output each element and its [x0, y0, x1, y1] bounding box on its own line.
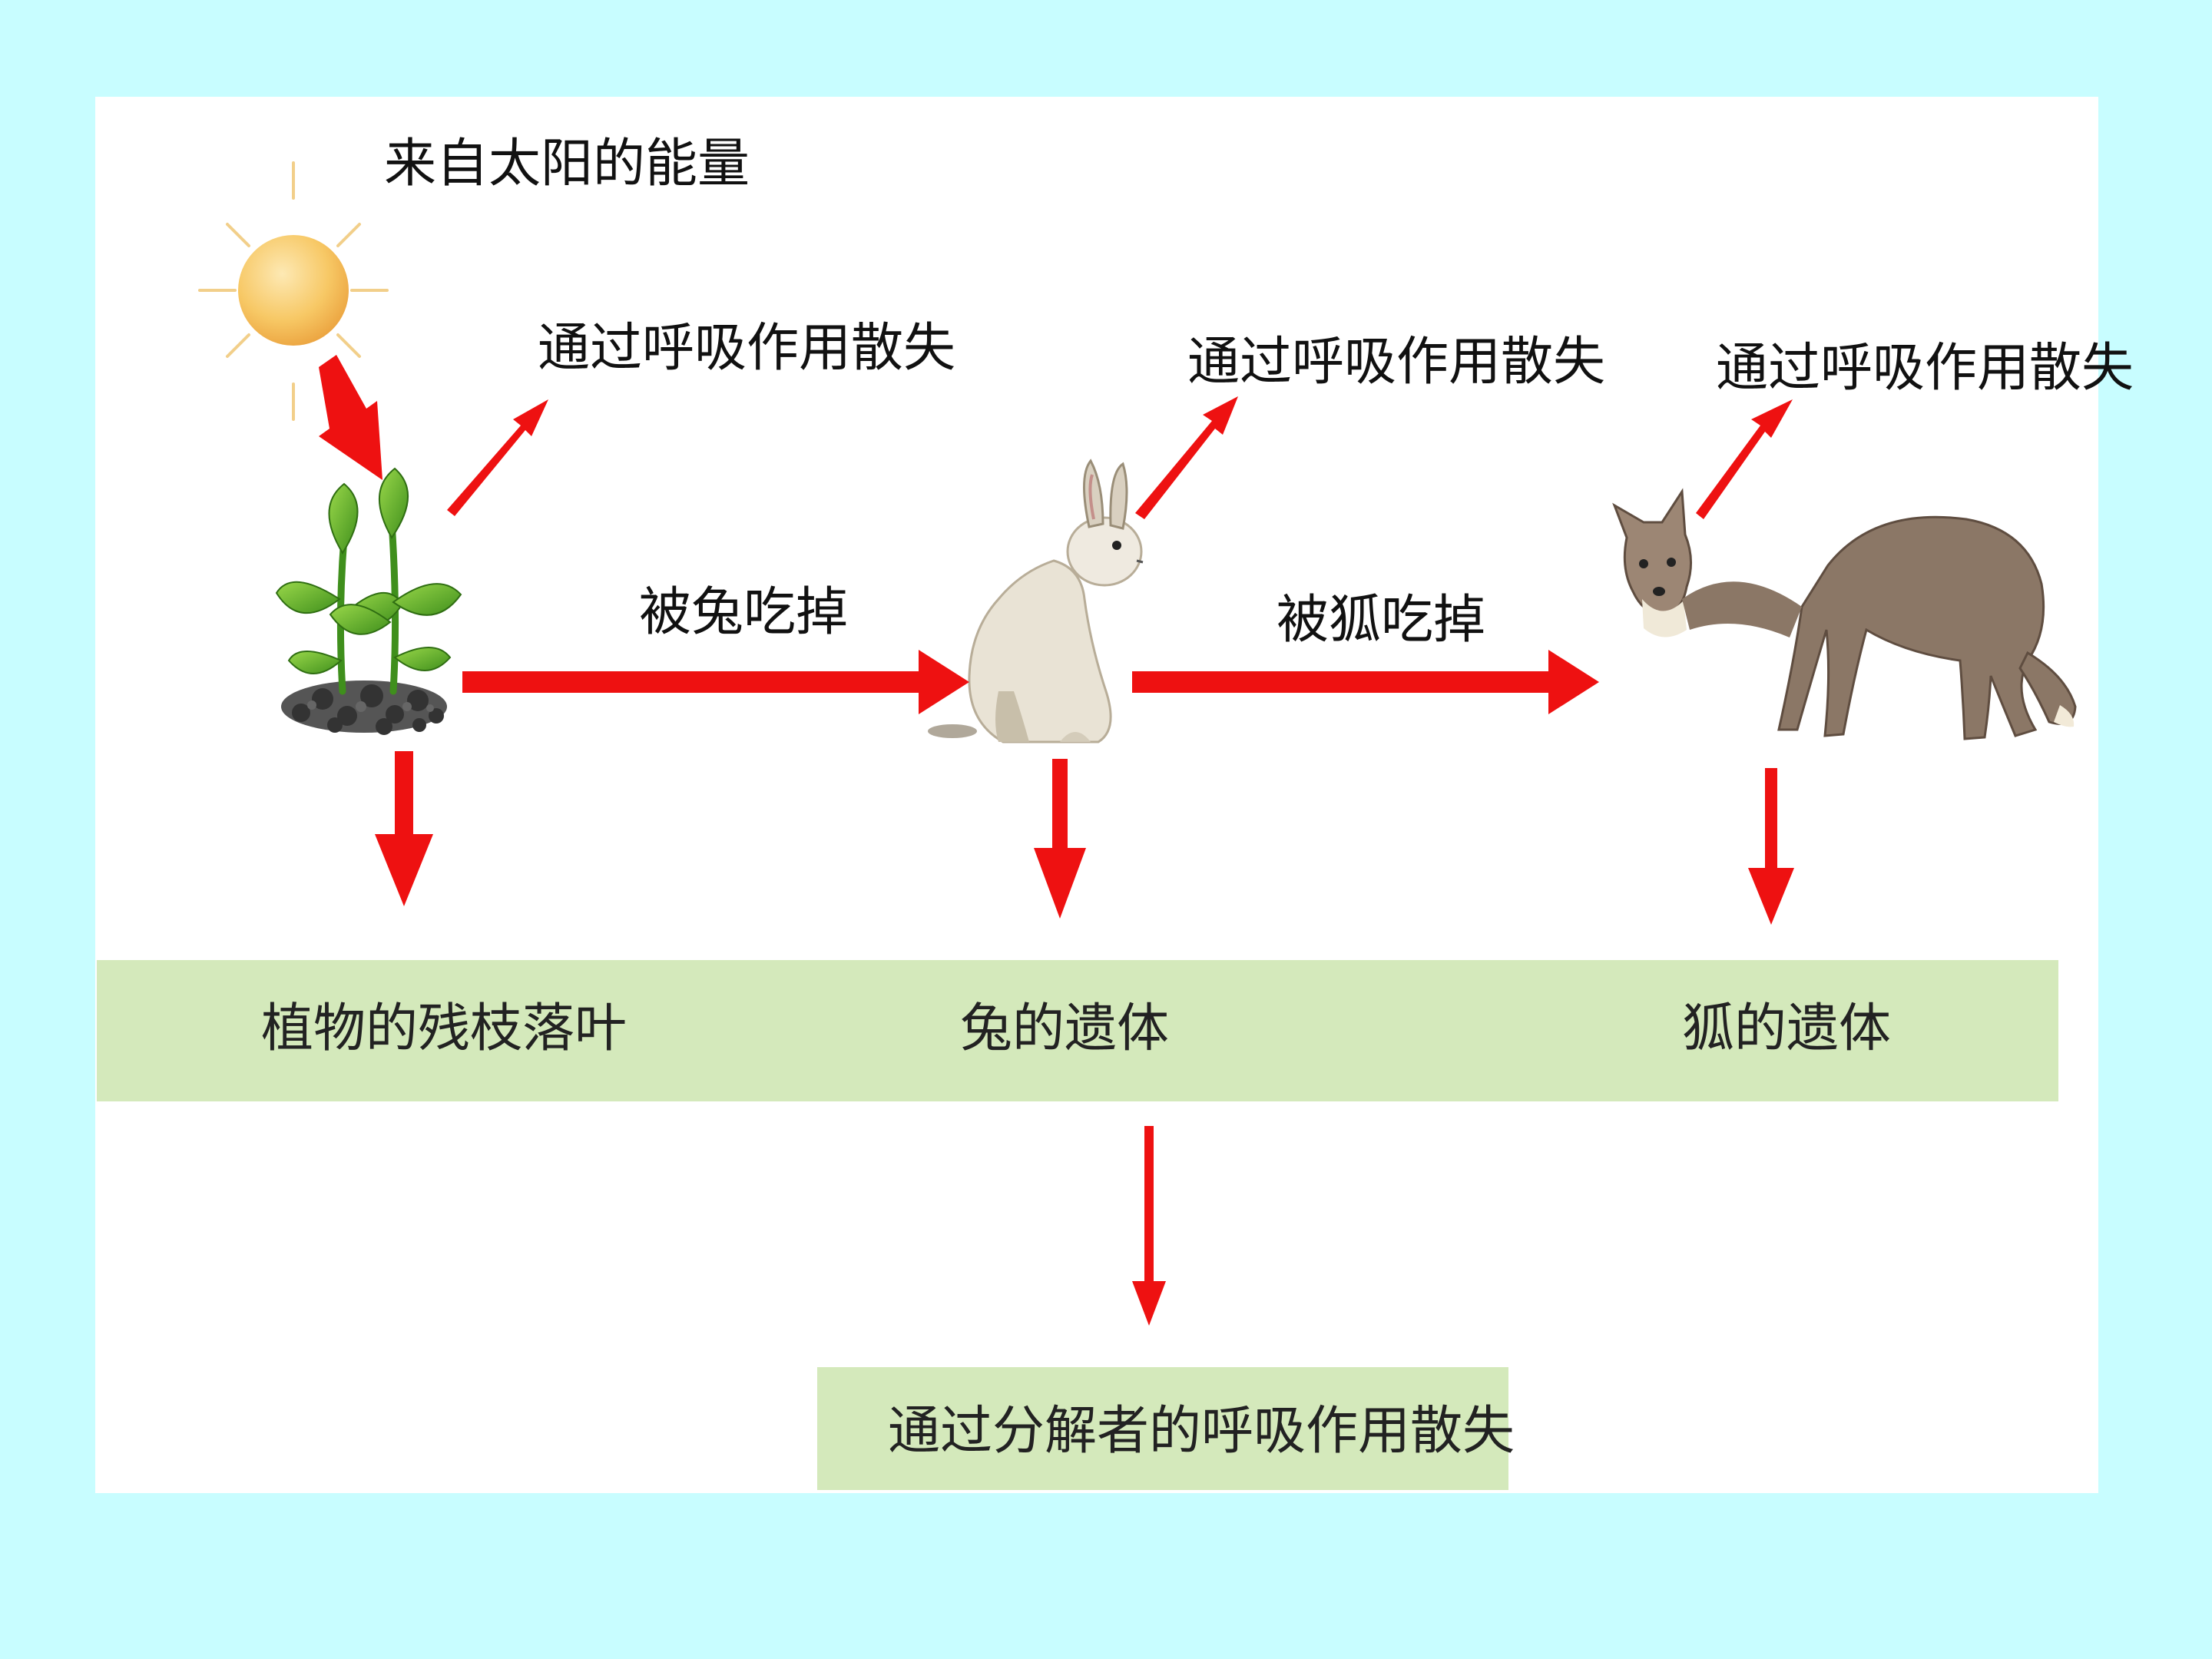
sun-energy-label: 来自太阳的能量 — [384, 134, 750, 194]
arrow-to-decomposer — [1132, 1126, 1166, 1326]
decomposer-box — [817, 1367, 1508, 1490]
rabbit-respiration-label: 通过呼吸作用散失 — [1187, 332, 1605, 392]
arrow-rabbit-respiration — [1135, 396, 1238, 519]
plant-respiration-label: 通过呼吸作用散失 — [538, 318, 955, 379]
sun-icon — [198, 161, 389, 421]
plant-remains-label: 植物的残枝落叶 — [261, 998, 627, 1059]
fox-respiration-label: 通过呼吸作用散失 — [1716, 338, 2134, 399]
rabbit-icon — [928, 459, 1144, 743]
eaten-by-fox-label: 被狐吃掉 — [1277, 590, 1485, 651]
arrow-plant-to-rabbit — [462, 650, 969, 714]
arrow-plant-respiration — [447, 399, 548, 516]
remains-band — [97, 960, 2058, 1101]
fox-icon — [1612, 488, 2077, 740]
arrow-fox-remains — [1748, 768, 1794, 925]
arrow-rabbit-to-fox — [1132, 650, 1599, 714]
diagram-panel — [95, 97, 2098, 1493]
rabbit-remains-label: 兔的遗体 — [960, 998, 1169, 1059]
arrow-fox-respiration — [1696, 399, 1793, 519]
fox-remains-label: 狐的遗体 — [1682, 998, 1891, 1059]
eaten-by-rabbit-label: 被兔吃掉 — [639, 582, 848, 643]
arrow-plant-remains — [375, 751, 433, 906]
arrow-rabbit-remains — [1034, 759, 1086, 919]
plant-icon — [275, 467, 462, 735]
decomposer-respiration-label: 通过分解者的呼吸作用散失 — [888, 1401, 1515, 1462]
arrows — [319, 355, 1794, 1326]
arrow-sun-to-plant — [319, 355, 382, 480]
